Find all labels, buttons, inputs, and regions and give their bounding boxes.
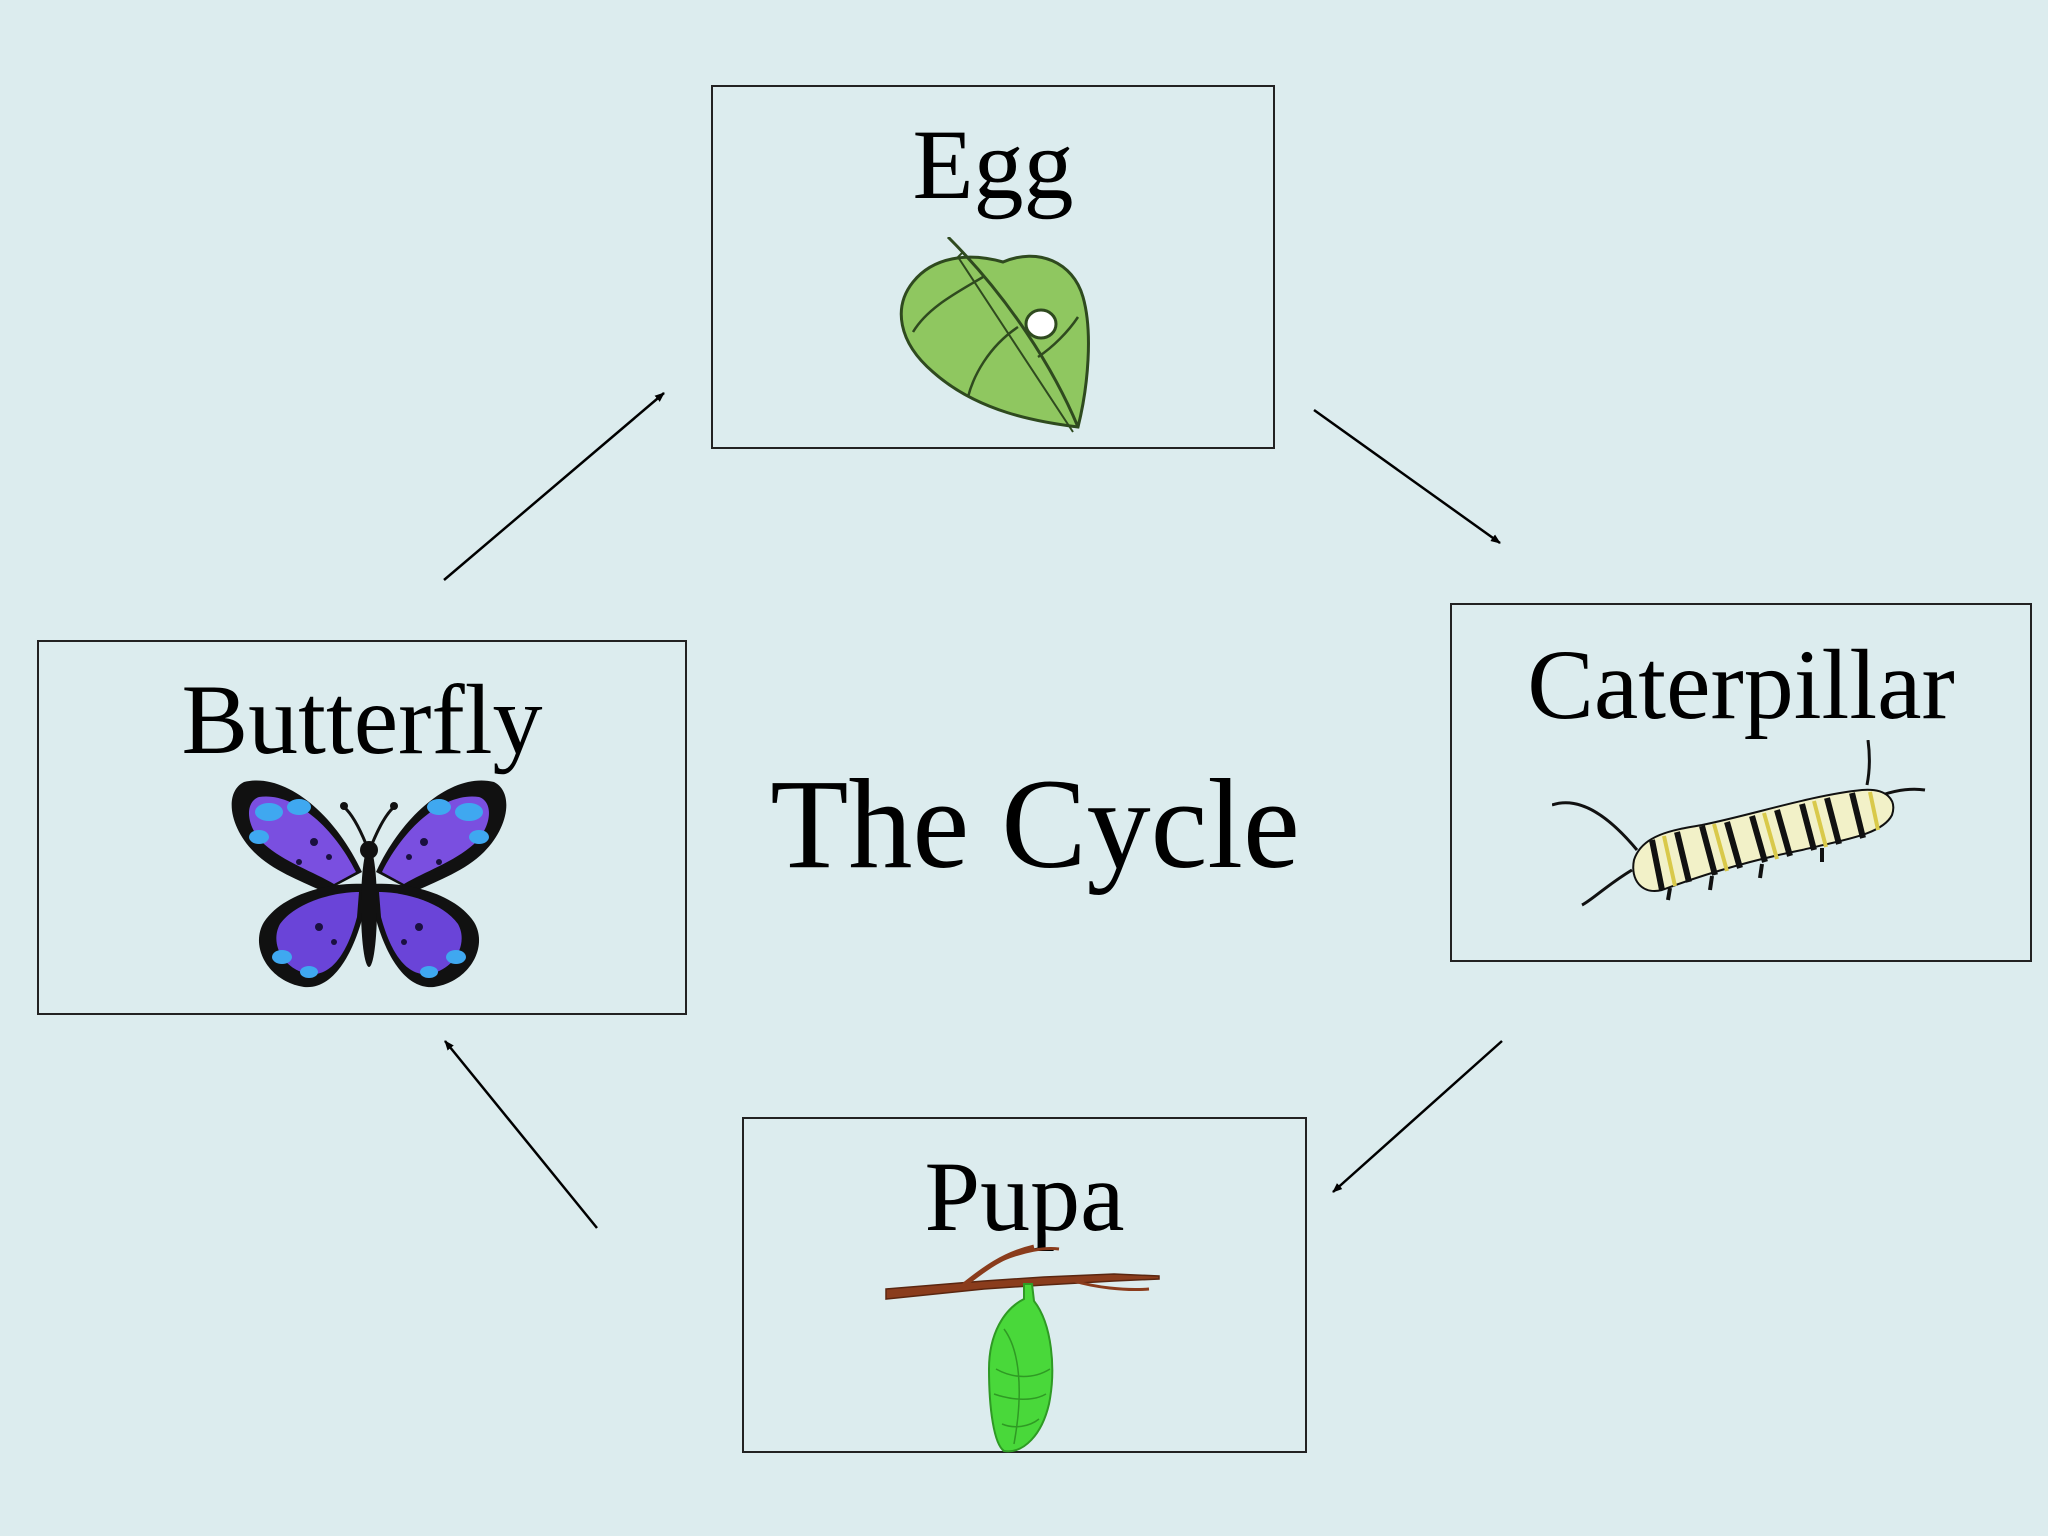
stage-caterpillar-box: Caterpillar xyxy=(1450,603,2032,962)
stage-caterpillar-label: Caterpillar xyxy=(1527,629,1955,740)
stage-egg-box: Egg xyxy=(711,85,1275,449)
stage-pupa-box: Pupa xyxy=(742,1117,1307,1453)
stage-butterfly-box: Butterfly xyxy=(37,640,687,1015)
arrow-egg-to-caterpillar xyxy=(1313,408,1501,545)
stage-pupa-label: Pupa xyxy=(924,1141,1125,1252)
stage-egg-label: Egg xyxy=(912,109,1074,220)
arrow-pupa-to-butterfly xyxy=(444,1040,598,1229)
arrow-caterpillar-to-pupa xyxy=(1332,1040,1503,1193)
stage-butterfly-label: Butterfly xyxy=(181,664,543,775)
butterfly-icon xyxy=(231,780,507,988)
caterpillar-icon xyxy=(1552,740,1926,907)
chrysalis-icon xyxy=(885,1244,1160,1453)
arrow-butterfly-to-egg xyxy=(443,392,665,581)
leaf-egg-icon xyxy=(899,237,1090,433)
diagram-title: The Cycle xyxy=(770,753,1300,895)
